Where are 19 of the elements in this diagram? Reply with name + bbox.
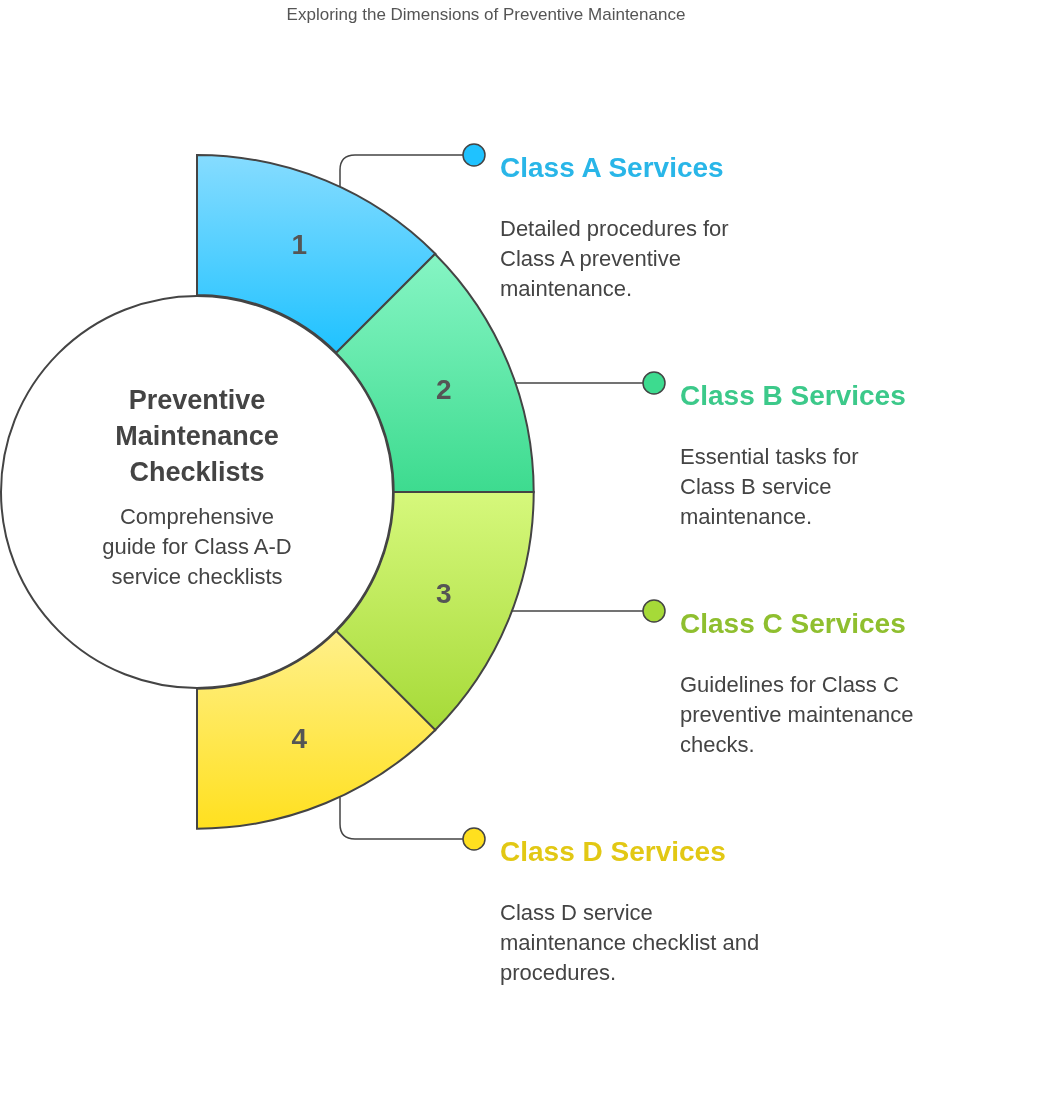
service-heading: Class A Services — [500, 151, 725, 185]
service-description: Detailed procedures for Class A preventive maintenance. — [500, 215, 730, 303]
connector-line — [339, 143, 486, 188]
connector-line — [339, 796, 486, 851]
service-description: Guidelines for Class C preventive maintenance checks. — [680, 671, 915, 759]
diagram-title: Exploring the Dimensions of Preventive Maintenance — [285, 4, 687, 26]
segment-number: 1 — [291, 228, 307, 263]
segment-number: 3 — [435, 577, 452, 612]
segment-number: 2 — [435, 372, 452, 407]
service-description: Essential tasks for Class B service maintenance. — [680, 443, 860, 531]
service-heading: Class B Services — [680, 379, 907, 413]
service-heading: Class D Services — [500, 835, 727, 869]
service-description: Class D service maintenance checklist and procedures. — [500, 899, 760, 987]
service-heading: Class C Services — [680, 607, 907, 641]
center-description: Comprehensive guide for Class A-D service checklists — [102, 503, 292, 591]
connector-line — [514, 371, 666, 395]
segment-number: 4 — [291, 721, 307, 756]
connector-line — [510, 599, 666, 623]
center-title: Preventive Maintenance Checklists — [114, 384, 280, 489]
